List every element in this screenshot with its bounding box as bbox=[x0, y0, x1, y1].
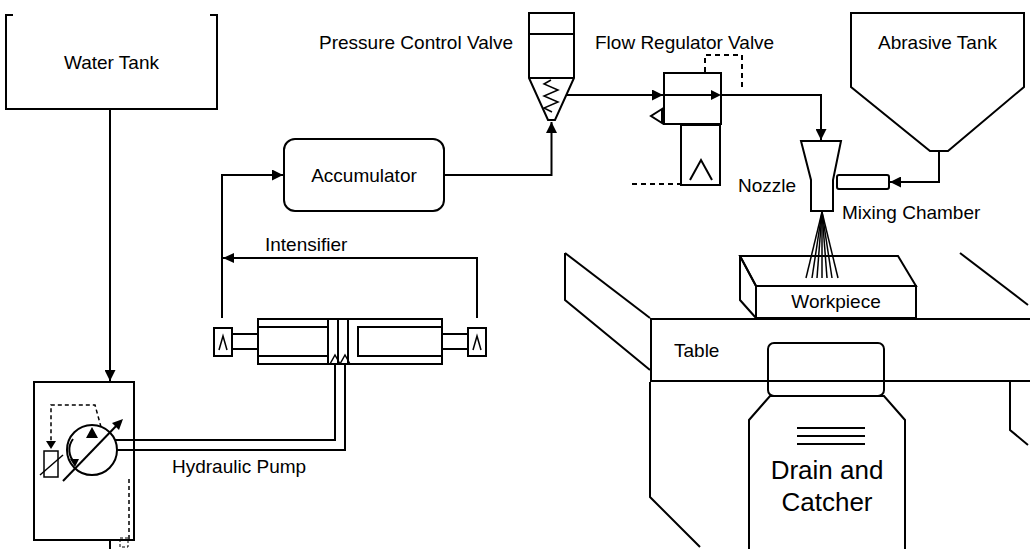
node-outline bbox=[748, 342, 906, 549]
water-jet bbox=[806, 212, 838, 278]
accumulator: Accumulator bbox=[283, 138, 445, 212]
node-label: Table bbox=[674, 340, 719, 362]
node-outline bbox=[528, 12, 575, 122]
node-outline bbox=[35, 383, 137, 543]
node-outline bbox=[663, 72, 722, 125]
pipe-connector bbox=[109, 110, 111, 381]
hydraulic-pump: Hydraulic Pump bbox=[33, 381, 135, 541]
flow-valve-stem bbox=[632, 55, 742, 185]
pipe-connector bbox=[722, 95, 821, 140]
pressure-control-valve: Pressure Control Valve bbox=[528, 12, 575, 122]
node-label: Intensifier bbox=[265, 234, 347, 256]
node-label: Flow Regulator Valve bbox=[595, 32, 774, 54]
node-label: Hydraulic Pump bbox=[172, 456, 306, 478]
node-label: Nozzle bbox=[738, 175, 796, 197]
node-outline bbox=[213, 318, 487, 365]
pipe-connector bbox=[890, 152, 939, 182]
drain-catcher: Drain and Catcher bbox=[748, 342, 906, 549]
node-label: Water Tank bbox=[5, 52, 218, 74]
node-label: Pressure Control Valve bbox=[245, 32, 513, 54]
table: Table bbox=[650, 318, 1030, 382]
intensifier: Intensifier bbox=[213, 318, 487, 365]
pipe-connector bbox=[445, 122, 552, 175]
pipe-connector bbox=[135, 365, 345, 450]
pipe-connector bbox=[575, 94, 663, 96]
workpiece: Workpiece bbox=[738, 254, 918, 320]
flow-regulator-valve: Flow Regulator Valve bbox=[663, 72, 722, 125]
table-frame bbox=[565, 253, 1028, 547]
mixing-chamber: Mixing Chamber bbox=[836, 174, 890, 190]
return-arrowhead bbox=[223, 253, 234, 263]
node-label: Workpiece bbox=[756, 291, 916, 313]
node-label: Accumulator bbox=[285, 165, 443, 187]
node-label: Drain and Catcher bbox=[762, 454, 892, 518]
node-label: Abrasive Tank bbox=[850, 32, 1025, 54]
node-label: Mixing Chamber bbox=[842, 202, 980, 224]
abrasive-tank: Abrasive Tank bbox=[850, 12, 1025, 152]
water-tank: Water Tank bbox=[5, 14, 218, 110]
